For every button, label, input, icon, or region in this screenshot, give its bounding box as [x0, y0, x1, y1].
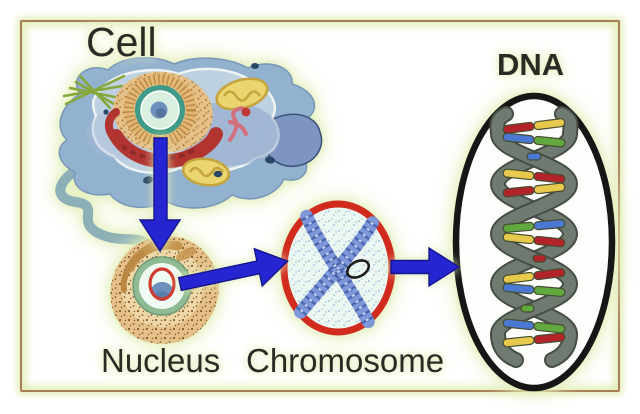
- nucleus-label: Nucleus: [101, 342, 221, 379]
- mitochondrion-icon: [181, 157, 231, 187]
- nucleolus-icon: [148, 267, 176, 301]
- double-helix-icon: [489, 106, 579, 368]
- mitochondrion-icon: [215, 77, 269, 111]
- vesicle-dots: [103, 63, 275, 184]
- cytoskeleton-icon: [62, 74, 126, 110]
- frame-border: [20, 20, 620, 392]
- cell-nucleus-icon: [113, 71, 213, 153]
- red-circle-annotation: [148, 267, 176, 301]
- nucleus-illustration: [110, 235, 219, 344]
- cell-illustration: [55, 57, 323, 252]
- x-chromosome-icon: [294, 209, 379, 329]
- chromosome-illustration: [280, 200, 396, 336]
- arrow-cell-to-nucleus: [138, 137, 182, 253]
- chromosome-label: Chromosome: [246, 342, 445, 379]
- arrow-chromosome-to-dna: [390, 246, 461, 288]
- base-pairs: [502, 118, 566, 348]
- arrow-nucleus-to-chromosome: [177, 247, 289, 292]
- black-ellipse-annotation: [345, 259, 371, 279]
- endoplasmic-reticulum-icon: [105, 108, 223, 169]
- cell-label: Cell: [86, 19, 157, 65]
- golgi-icon: [228, 106, 251, 142]
- dna-label: DNA: [497, 47, 565, 82]
- dna-illustration: [452, 92, 616, 392]
